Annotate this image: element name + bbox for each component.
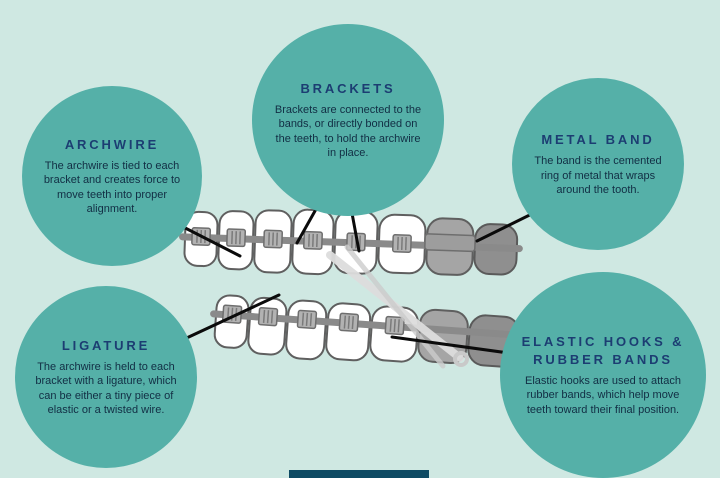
callout-brackets-body: Brackets are connected to the bands, or … [274, 104, 422, 160]
callout-archwire: ARCHWIRE The archwire is tied to each br… [22, 86, 202, 266]
callout-ligature-title: LIGATURE [61, 337, 151, 353]
callout-elastic-hooks: ELASTIC HOOKS & RUBBER BANDS Elastic hoo… [500, 272, 706, 478]
lower-archwire [210, 310, 526, 339]
callout-brackets-title: BRACKETS [300, 80, 396, 96]
callout-elastic-hooks-body: Elastic hooks are used to attach rubber … [525, 375, 681, 416]
footer-logo-bar [289, 470, 429, 478]
callout-metal-band: METAL BAND The band is the cemented ring… [512, 78, 684, 250]
callout-ligature: LIGATURE The archwire is held to each br… [15, 286, 197, 468]
callout-brackets: BRACKETS Brackets are connected to the b… [252, 24, 444, 216]
elastic-rubber-band [326, 244, 469, 369]
callout-metal-band-body: The band is the cemented ring of metal t… [534, 155, 662, 196]
callout-metal-band-title: METAL BAND [541, 131, 655, 147]
upper-jaw [179, 208, 523, 276]
metal-band-shape [424, 233, 476, 253]
upper-brackets [191, 226, 412, 253]
callout-ligature-body: The archwire is held to each bracket wit… [35, 361, 177, 417]
callout-archwire-title: ARCHWIRE [64, 136, 160, 152]
elastic-hook-ring [453, 351, 469, 367]
lower-brackets [221, 304, 405, 336]
callout-elastic-hooks-title: ELASTIC HOOKS & RUBBER BANDS [521, 334, 685, 367]
callout-archwire-body: The archwire is tied to each bracket and… [43, 160, 181, 216]
